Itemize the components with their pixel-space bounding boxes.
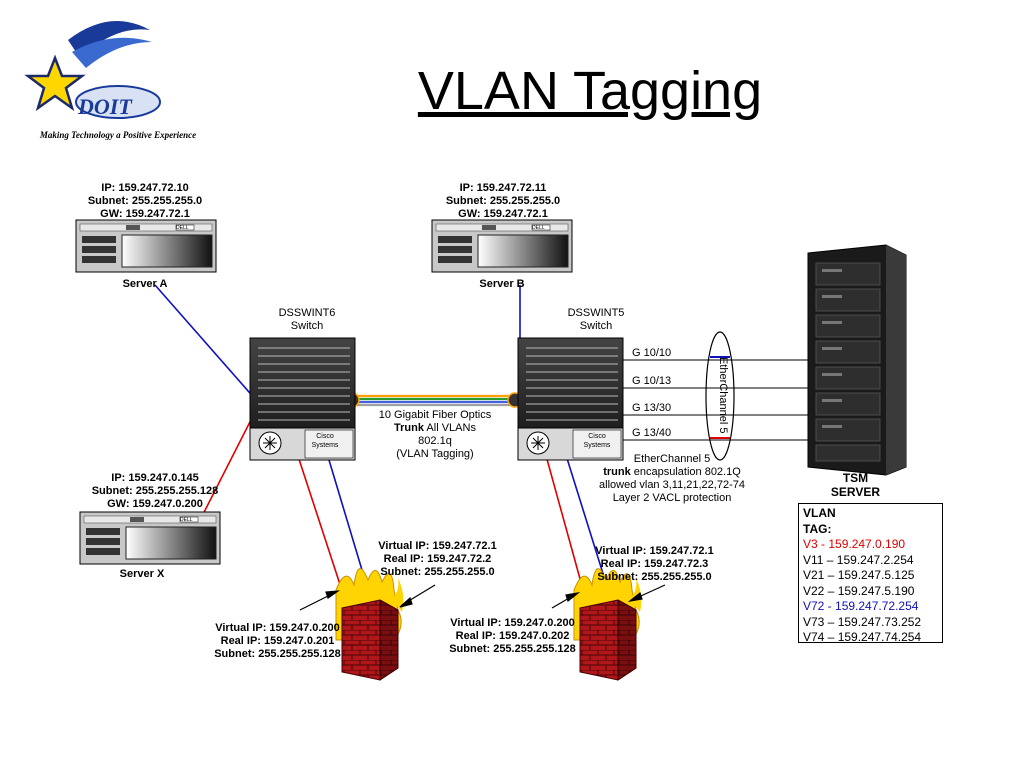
port-label-g1330: G 13/30: [632, 402, 672, 414]
port-label-g1010: G 10/10: [632, 347, 672, 359]
vlan-tag-table: VLAN TAG: V3 - 159.247.0.190 V11 – 159.2…: [798, 503, 943, 644]
switch-dsswint6-device: [249, 337, 356, 461]
vlan-tag-entry: V22 – 159.247.5.190: [803, 583, 915, 598]
vlan-tag-entry: V21 – 159.247.5.125: [803, 568, 915, 582]
trunk-label: 10 Gigabit Fiber Optics Trunk All VLANs …: [378, 409, 492, 460]
logo-tagline: Making Technology a Positive Experience: [39, 130, 197, 140]
vlan-tag-header: VLAN: [803, 506, 836, 520]
server-a-link: [154, 284, 257, 401]
doit-logo: [24, 21, 161, 119]
server-x-label: Server X: [119, 568, 165, 580]
server-a-label: Server A: [122, 278, 168, 290]
server-x-badge: DELL: [180, 517, 193, 523]
server-x-device: [79, 511, 221, 565]
fiber-trunk: [344, 392, 523, 408]
server-b-device: [431, 219, 573, 273]
vlan-tag-entry: V74 – 159.247.74.254: [803, 630, 922, 644]
vlan-tag-entry: V11 – 159.247.2.254: [803, 552, 914, 567]
firewall-1: [335, 568, 404, 681]
etherchannel-oval-label: EtherChannel 5: [717, 356, 729, 434]
server-a-device: [75, 219, 217, 273]
tsm-server-rack: [807, 244, 907, 476]
etherchannel-description: EtherChannel 5 trunk encapsulation 802.1…: [599, 453, 745, 504]
server-a-badge: DELL: [176, 225, 189, 231]
etherchannel-oval: [705, 331, 735, 461]
server-x-link: [194, 409, 257, 531]
server-b-label: Server B: [479, 278, 525, 290]
port-label-g1013: G 10/13: [632, 375, 672, 387]
port-label-g1340: G 13/40: [632, 427, 672, 439]
page-title: VLAN Tagging: [417, 61, 763, 121]
firewall-pointer-arrows: [299, 584, 666, 611]
vlan-tag-header: TAG:: [803, 521, 832, 536]
vlan-tag-entry: V73 – 159.247.73.252: [803, 614, 922, 629]
vlan-tag-entry: V72 - 159.247.72.254: [803, 599, 919, 613]
logo-name: DOIT: [78, 94, 132, 119]
switch-dsswint5-device: [517, 337, 624, 461]
server-b-badge: DELL: [532, 225, 545, 231]
vlan-tag-entry: V3 - 159.247.0.190: [803, 537, 906, 551]
firewall-2: [573, 568, 642, 681]
